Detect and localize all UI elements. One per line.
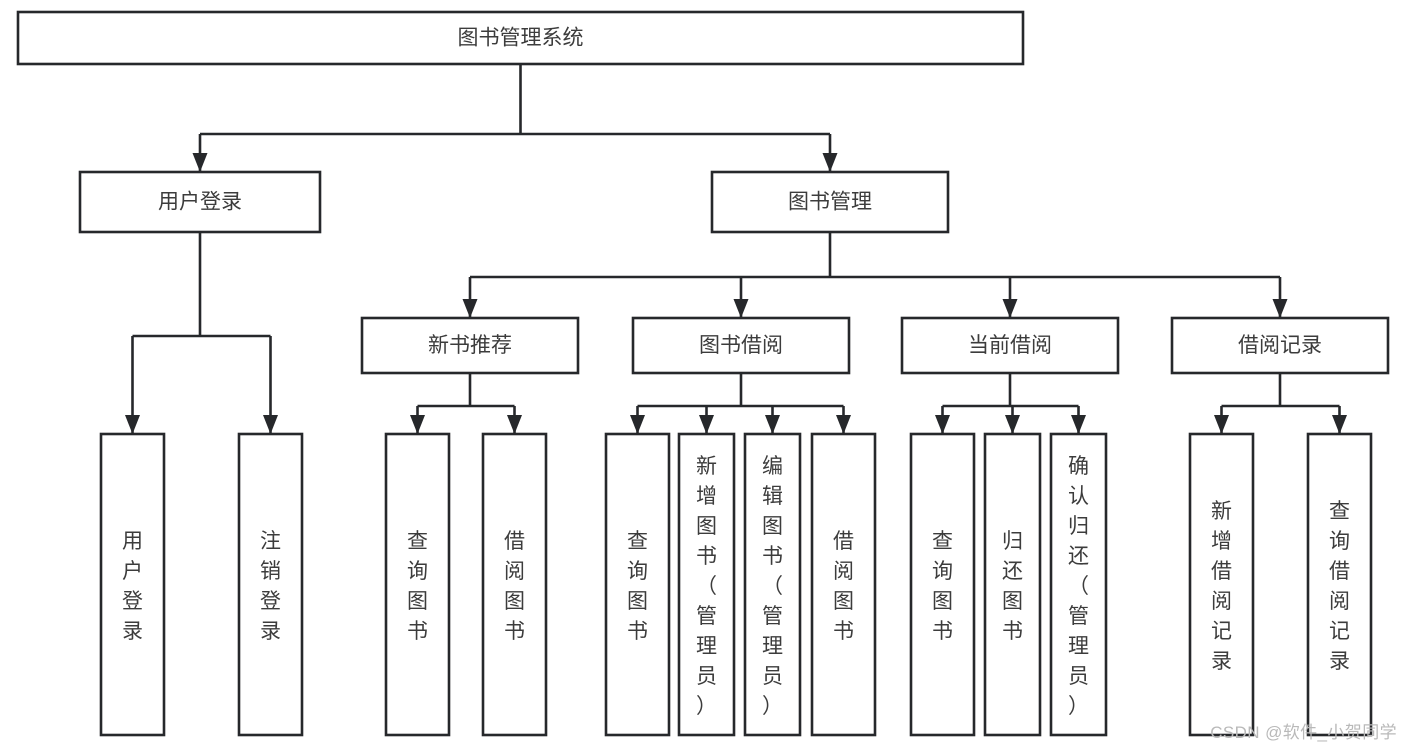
arrow-icon-leaf-return-book xyxy=(1005,415,1020,434)
node-leaf-edit-book[interactable]: 编辑图书（管理员） xyxy=(743,432,802,737)
node-root[interactable]: 图书管理系统 xyxy=(16,10,1025,66)
node-label-leaf-add-record: 新增借阅记录 xyxy=(1211,500,1232,673)
arrow-icon-book-manage xyxy=(822,153,838,172)
node-user-login[interactable]: 用户登录 xyxy=(78,170,322,234)
arrow-icon-current-borrow xyxy=(1002,299,1018,318)
arrow-icon-new-book-recommend xyxy=(462,299,478,318)
node-leaf-query-book-borrow[interactable]: 查询图书 xyxy=(604,432,671,737)
arrow-icon-leaf-borrow-book-rec xyxy=(507,415,522,434)
node-label-leaf-query-book-borrow: 查询图书 xyxy=(627,530,648,643)
node-label-book-manage: 图书管理 xyxy=(788,191,872,214)
node-layer: 图书管理系统用户登录图书管理新书推荐图书借阅当前借阅借阅记录用户登录注销登录查询… xyxy=(16,10,1390,737)
arrow-icon-leaf-logout xyxy=(263,415,278,434)
arrow-icon-leaf-borrow-book xyxy=(836,415,851,434)
arrow-icon-user-login xyxy=(192,153,208,172)
node-current-borrow[interactable]: 当前借阅 xyxy=(900,316,1120,375)
node-leaf-query-record[interactable]: 查询借阅记录 xyxy=(1306,432,1373,737)
node-label-leaf-add-book: 新增图书（管理员） xyxy=(696,455,717,718)
node-box-new-book-recommend[interactable] xyxy=(360,316,580,375)
node-leaf-add-book[interactable]: 新增图书（管理员） xyxy=(677,432,736,737)
node-leaf-user-login[interactable]: 用户登录 xyxy=(99,432,166,737)
node-label-new-book-recommend: 新书推荐 xyxy=(428,334,512,357)
node-label-book-borrow: 图书借阅 xyxy=(699,334,783,357)
node-label-leaf-confirm-return: 确认归还（管理员） xyxy=(1068,455,1089,718)
arrow-icon-leaf-query-book-borrow xyxy=(630,415,645,434)
node-box-leaf-borrow-book-rec[interactable] xyxy=(481,432,548,737)
node-label-user-login: 用户登录 xyxy=(158,191,242,214)
node-box-book-manage[interactable] xyxy=(710,170,950,234)
node-label-leaf-borrow-book: 借阅图书 xyxy=(833,530,854,643)
node-box-leaf-edit-book[interactable] xyxy=(743,432,802,737)
node-label-leaf-query-book-rec: 查询图书 xyxy=(407,530,428,643)
node-box-leaf-confirm-return[interactable] xyxy=(1049,432,1108,737)
node-label-leaf-user-login: 用户登录 xyxy=(122,530,143,643)
node-leaf-logout[interactable]: 注销登录 xyxy=(237,432,304,737)
arrow-icon-borrow-record xyxy=(1272,299,1288,318)
node-box-leaf-query-book-cur[interactable] xyxy=(909,432,976,737)
arrow-icon-leaf-add-record xyxy=(1214,415,1229,434)
node-borrow-record[interactable]: 借阅记录 xyxy=(1170,316,1390,375)
node-label-leaf-borrow-book-rec: 借阅图书 xyxy=(504,530,525,643)
arrow-icon-leaf-query-record xyxy=(1332,415,1347,434)
arrow-icon-leaf-edit-book xyxy=(765,415,780,434)
node-leaf-borrow-book[interactable]: 借阅图书 xyxy=(810,432,877,737)
node-leaf-add-record[interactable]: 新增借阅记录 xyxy=(1188,432,1255,737)
node-box-borrow-record[interactable] xyxy=(1170,316,1390,375)
node-box-leaf-query-book-rec[interactable] xyxy=(384,432,451,737)
connector-layer xyxy=(125,64,1347,434)
node-label-leaf-logout: 注销登录 xyxy=(260,530,281,643)
node-box-book-borrow[interactable] xyxy=(631,316,851,375)
node-leaf-return-book[interactable]: 归还图书 xyxy=(983,432,1042,737)
node-leaf-confirm-return[interactable]: 确认归还（管理员） xyxy=(1049,432,1108,737)
node-new-book-recommend[interactable]: 新书推荐 xyxy=(360,316,580,375)
node-label-leaf-edit-book: 编辑图书（管理员） xyxy=(762,455,783,718)
node-book-borrow[interactable]: 图书借阅 xyxy=(631,316,851,375)
node-leaf-query-book-cur[interactable]: 查询图书 xyxy=(909,432,976,737)
node-box-leaf-logout[interactable] xyxy=(237,432,304,737)
arrow-icon-leaf-query-book-rec xyxy=(410,415,425,434)
node-box-leaf-query-book-borrow[interactable] xyxy=(604,432,671,737)
node-label-leaf-return-book: 归还图书 xyxy=(1002,530,1023,643)
arrow-icon-leaf-query-book-cur xyxy=(935,415,950,434)
node-leaf-query-book-rec[interactable]: 查询图书 xyxy=(384,432,451,737)
node-box-root[interactable] xyxy=(16,10,1025,66)
node-label-borrow-record: 借阅记录 xyxy=(1238,334,1322,357)
node-box-user-login[interactable] xyxy=(78,170,322,234)
arrow-icon-leaf-user-login xyxy=(125,415,140,434)
node-box-leaf-return-book[interactable] xyxy=(983,432,1042,737)
arrow-icon-leaf-confirm-return xyxy=(1071,415,1086,434)
node-box-leaf-user-login[interactable] xyxy=(99,432,166,737)
arrow-icon-leaf-add-book xyxy=(699,415,714,434)
node-box-current-borrow[interactable] xyxy=(900,316,1120,375)
node-label-root: 图书管理系统 xyxy=(458,27,584,50)
node-leaf-borrow-book-rec[interactable]: 借阅图书 xyxy=(481,432,548,737)
node-label-leaf-query-record: 查询借阅记录 xyxy=(1329,500,1350,673)
node-box-leaf-borrow-book[interactable] xyxy=(810,432,877,737)
node-box-leaf-query-record[interactable] xyxy=(1306,432,1373,737)
node-label-current-borrow: 当前借阅 xyxy=(968,334,1052,357)
node-box-leaf-add-book[interactable] xyxy=(677,432,736,737)
arrow-icon-book-borrow xyxy=(733,299,749,318)
node-label-leaf-query-book-cur: 查询图书 xyxy=(932,530,953,643)
node-box-leaf-add-record[interactable] xyxy=(1188,432,1255,737)
node-book-manage[interactable]: 图书管理 xyxy=(710,170,950,234)
